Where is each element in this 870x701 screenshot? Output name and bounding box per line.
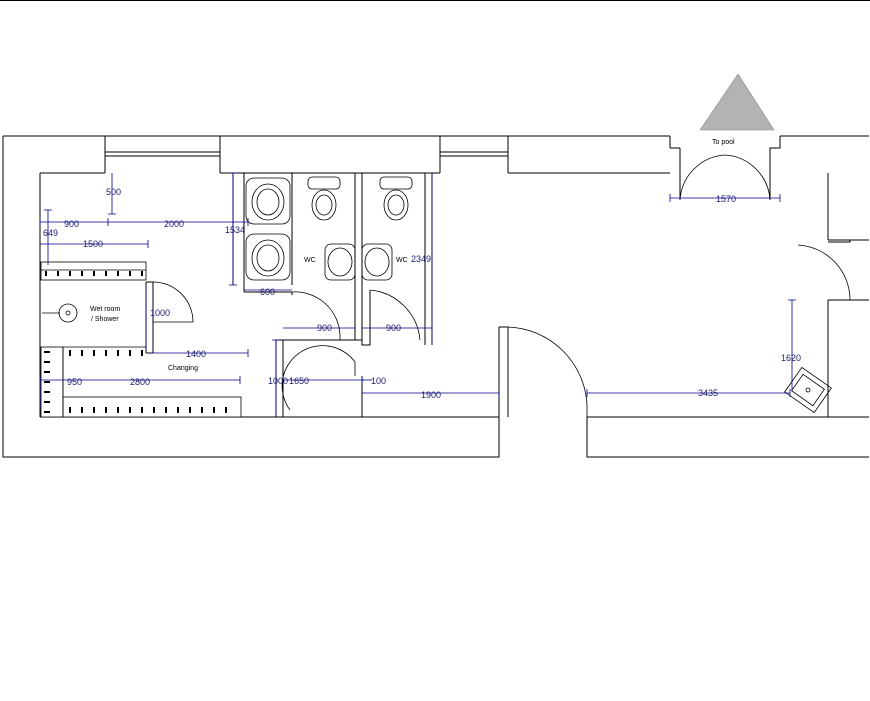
dim-1534: 1534 — [225, 225, 245, 235]
changing-label: Changing — [168, 365, 198, 372]
dim-1570: 1570 — [716, 194, 736, 204]
to-pool-label: To pool — [712, 139, 735, 146]
dim-950: 950 — [67, 377, 82, 387]
dim-2000: 2000 — [164, 219, 184, 229]
dim-2800: 2800 — [130, 377, 150, 387]
dim-649: 649 — [43, 228, 58, 238]
top-windows — [105, 151, 508, 157]
benches — [40, 261, 242, 418]
dim-2349: 2349 — [411, 254, 431, 264]
wc-left-label: WC — [304, 257, 316, 264]
dim-500: 500 — [106, 187, 121, 197]
dimension-lines — [39, 172, 796, 417]
to-pool-arrow-icon — [699, 73, 775, 131]
shower-label: / Shower — [91, 316, 119, 323]
dim-1000-door: 1000 — [150, 308, 170, 318]
dim-1500: 1500 — [83, 239, 103, 249]
dim-1400: 1400 — [186, 349, 206, 359]
dim-1900: 1900 — [421, 390, 441, 400]
dim-1650: 1650 — [289, 376, 309, 386]
dim-3435: 3435 — [698, 388, 718, 398]
wc-right-label: WC — [396, 257, 408, 264]
wc-pans — [307, 176, 413, 221]
dim-600: 600 — [260, 287, 275, 297]
wash-basins — [245, 177, 393, 281]
shower-tray — [42, 303, 78, 323]
dim-1620: 1620 — [781, 353, 801, 363]
dim-900-top: 900 — [64, 219, 79, 229]
dim-900-wc2: 900 — [386, 323, 401, 333]
door-swings — [152, 244, 851, 417]
dimension-labels: 500 900 2000 1534 649 1500 600 2349 1000… — [43, 187, 801, 400]
dim-900-wc1: 900 — [317, 323, 332, 333]
dim-1000-v: 1000 — [268, 376, 288, 386]
pool-double-door — [679, 154, 771, 201]
wet-room-label: Wet room — [90, 306, 120, 313]
bench-slats — [44, 271, 227, 413]
dim-100: 100 — [371, 376, 386, 386]
corner-unit — [784, 366, 832, 414]
